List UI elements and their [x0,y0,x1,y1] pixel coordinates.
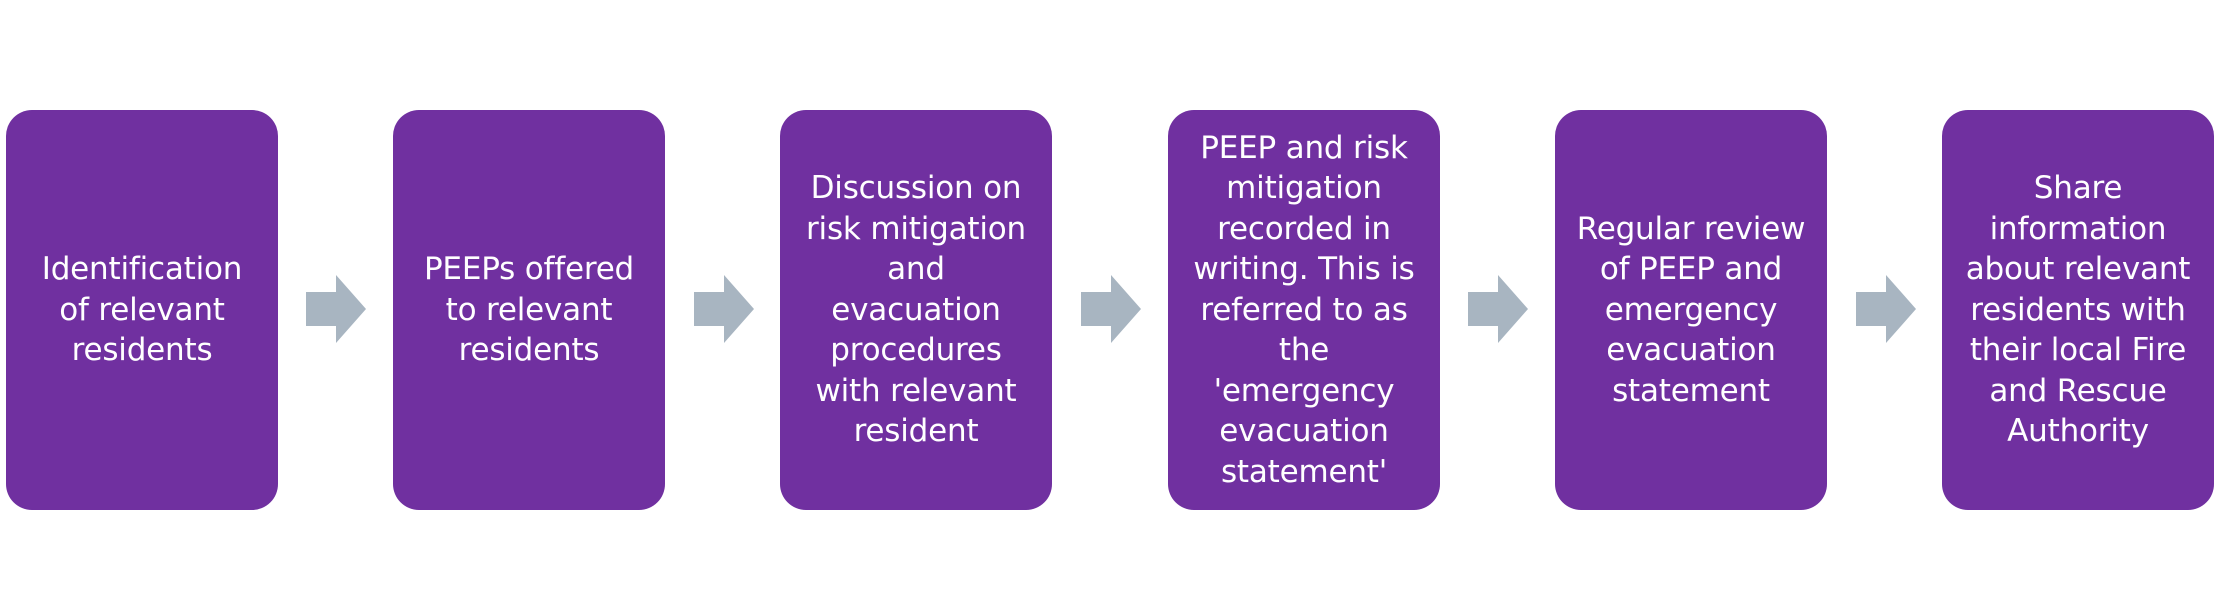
arrow-right-icon [1468,275,1528,343]
step-6-box: Share information about relevant residen… [1942,110,2214,510]
step-2-box: PEEPs offered to relevant residents [393,110,665,510]
arrow-right-icon [1856,275,1916,343]
step-2-text: PEEPs offered to relevant residents [423,251,635,369]
step-5-box: Regular review of PEEP and emergency eva… [1555,110,1827,510]
arrow-right-icon-svg [1468,275,1528,343]
step-4-text: PEEP and risk mitigation recorded in wri… [1193,129,1415,490]
arrow-right-icon-svg [694,275,754,343]
arrow-right-icon [694,275,754,343]
step-4-box: PEEP and risk mitigation recorded in wri… [1168,110,1440,510]
arrow-right-icon-svg [1081,275,1141,343]
step-6-text: Share information about relevant residen… [1965,170,2191,450]
arrow-right-icon [306,275,366,343]
arrow-right-icon-svg [306,275,366,343]
step-1-text: Identification of relevant residents [41,251,243,369]
step-3-text: Discussion on risk mitigation and evacua… [806,170,1026,450]
step-3-box: Discussion on risk mitigation and evacua… [780,110,1052,510]
step-1-box: Identification of relevant residents [6,110,278,510]
step-5-text: Regular review of PEEP and emergency eva… [1576,210,1806,409]
arrow-right-icon-svg [1856,275,1916,343]
arrow-right-icon [1081,275,1141,343]
